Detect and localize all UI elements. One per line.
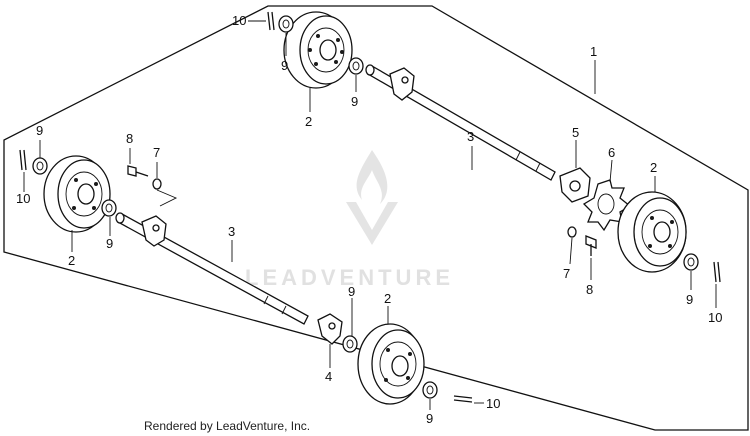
shaft-upper [365,64,556,181]
wheel-right [617,191,687,273]
cotter-pin-left [19,149,27,171]
callout-7-left: 7 [153,145,160,160]
callout-5: 5 [572,125,579,140]
wheel-top [283,11,353,89]
watermark-text: LEADVENTURE [245,265,454,290]
assembly-frame [3,5,749,431]
callout-9-bottom: 9 [426,411,433,426]
bolt-right [585,235,597,256]
spider-plate [582,179,632,232]
washer-left-inner [101,199,117,217]
wheel-left [43,155,111,233]
callout-2-bottom: 2 [384,291,391,306]
callout-10-bottom: 10 [486,396,500,411]
cotter-pin-bottom [453,395,473,403]
callout-9-top-left: 9 [281,58,288,73]
cotter-pin-right [713,261,721,283]
callout-3-lower: 3 [228,224,235,239]
callout-9-left-outer: 9 [36,123,43,138]
callout-labels: 10 9 9 2 1 3 5 6 2 7 8 9 10 9 10 8 7 2 9… [16,13,722,426]
callout-10-left: 10 [16,191,30,206]
flame-logo-icon [346,150,398,245]
callout-4: 4 [325,369,332,384]
callout-2-left: 2 [68,253,75,268]
bracket-4 [317,313,343,345]
callout-9-right: 9 [686,292,693,307]
washer-top-left [278,15,294,33]
washer-left-outer [32,157,48,175]
leader-lines [23,20,717,410]
washer-lower-inner [342,335,358,353]
callout-7-right: 7 [563,266,570,281]
washer-bottom [422,381,438,399]
leadventure-watermark: LEADVENTURE [245,150,454,290]
callout-10-top: 10 [232,13,246,28]
cotter-pin-top [267,11,275,31]
callout-3-upper: 3 [467,129,474,144]
washer-right [683,253,699,271]
callout-2-right: 2 [650,160,657,175]
callout-9-left-inner: 9 [106,236,113,251]
footer-credit: Rendered by LeadVenture, Inc. [144,419,310,433]
callout-6: 6 [608,145,615,160]
washer-7-left [152,178,162,190]
shaft-lower [115,212,309,325]
callout-10-right: 10 [708,310,722,325]
bracket-lower [141,215,167,247]
callout-9-top-right: 9 [351,94,358,109]
washer-7-right [567,226,577,238]
wheel-bottom [357,323,425,405]
bracket-upper [389,67,415,101]
callout-8-left: 8 [126,131,133,146]
bolt-left [127,165,149,177]
callout-9-lower-inner: 9 [348,284,355,299]
hub-flange [559,167,591,203]
callout-2-top: 2 [305,114,312,129]
washer-top-right [348,57,364,75]
callout-8-right: 8 [586,282,593,297]
callout-1: 1 [590,44,597,59]
